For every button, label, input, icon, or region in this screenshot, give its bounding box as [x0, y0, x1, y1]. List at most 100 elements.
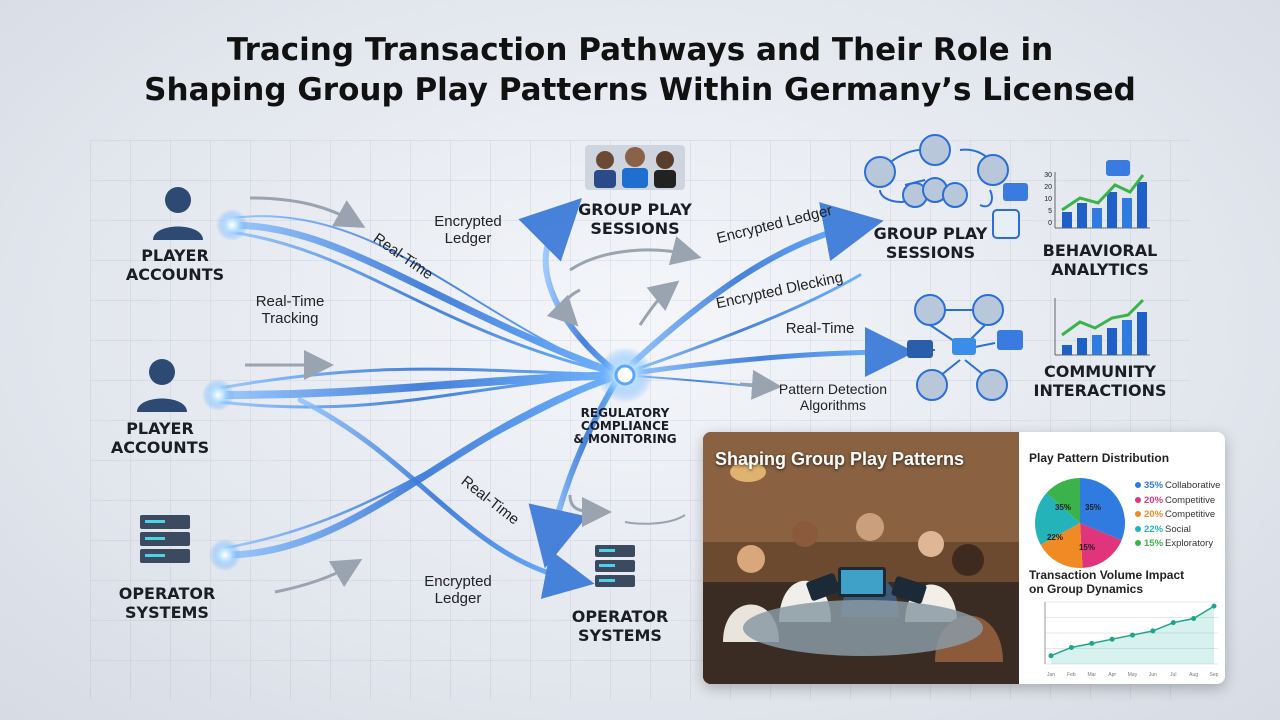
line-chart-title-line: Transaction Volume Impact [1029, 568, 1185, 582]
legend-swatch [1135, 540, 1141, 547]
node-label-line: OPERATOR [118, 584, 216, 603]
person-icon [153, 187, 203, 240]
node-label-line: GROUP PLAY [873, 224, 988, 243]
legend-pct: 22% [1144, 523, 1164, 535]
group-photo: Shaping Group Play Patterns [703, 432, 1019, 684]
x-tick-label: Jul [1170, 672, 1176, 678]
flow-label-line: Tracking [261, 310, 319, 327]
pie-slice-label: 22% [1047, 533, 1063, 542]
pie-slice [1080, 523, 1122, 568]
line-point [1109, 636, 1115, 642]
avatar [972, 294, 1004, 326]
node-label-line: INTERACTIONS [1033, 381, 1167, 400]
flow-label-line: Encrypted [434, 213, 502, 230]
x-tick-label: May [1128, 672, 1138, 678]
tick-label: 20 [1044, 184, 1052, 191]
mini-chart-ticks: 30 20 10 5 0 [1040, 170, 1052, 230]
legend-entry: 22%Social [1135, 523, 1225, 538]
line-point [1089, 640, 1095, 646]
source-glow-2 [202, 379, 234, 411]
node-label-line: GROUP PLAY [578, 200, 692, 219]
node-label-line: SESSIONS [590, 219, 680, 238]
x-tick-label: Sep [1210, 672, 1219, 678]
node-label-line: COMPLIANCE [580, 419, 670, 433]
grey-arrows [245, 196, 782, 594]
pie-chart: 35%35%22%15% [1035, 478, 1125, 568]
line-point [1170, 620, 1176, 626]
legend-pct: 20% [1144, 509, 1164, 520]
chat-bubble-icon [952, 338, 976, 355]
x-tick-label: Feb [1067, 672, 1076, 678]
flow-label-line: Encrypted [424, 573, 492, 590]
pie-slice-label: 15% [1079, 543, 1095, 552]
node-label-line: REGULATORY [580, 406, 670, 420]
flow-label-line: Algorithms [799, 397, 867, 413]
behavioral-bar-chart [1054, 160, 1150, 229]
legend-label: Social [1165, 523, 1191, 535]
chat-bubble-icon [1106, 160, 1130, 176]
node-player-accounts-2: PLAYER ACCOUNTS [105, 419, 215, 457]
node-label-line: ANALYTICS [1051, 260, 1149, 279]
node-label-line: SYSTEMS [125, 603, 209, 622]
chat-bubble-icon [1003, 183, 1028, 201]
tick-label: 30 [1044, 172, 1052, 179]
legend-entry: 20%Competitive [1135, 494, 1225, 509]
node-operator-systems-left: OPERATOR SYSTEMS [112, 584, 222, 622]
pie-slice [1035, 493, 1080, 545]
node-label-line: PLAYER [126, 419, 194, 438]
line-point [1150, 628, 1156, 634]
legend-entry: 20%Competitive [1135, 508, 1225, 523]
line-point [1211, 603, 1217, 609]
avatar [976, 369, 1008, 401]
node-regulatory-compliance: REGULATORY COMPLIANCE & MONITORING [570, 407, 680, 446]
node-label-line: SYSTEMS [578, 626, 662, 645]
trend-arrow [1061, 298, 1145, 337]
node-label-line: ACCOUNTS [110, 438, 210, 457]
flow-label-pattern-detection: Pattern Detection Algorithms [773, 381, 893, 413]
legend-label: Exploratory [1165, 538, 1214, 549]
insight-card: Shaping Group Play Patterns Play Pattern… [703, 432, 1225, 684]
tick-label: 10 [1044, 196, 1052, 203]
legend-pct: 20% [1144, 494, 1164, 506]
line-point [1048, 653, 1054, 659]
server-icon [595, 545, 635, 587]
flow-label-encrypted-ledger-bottom: Encrypted Ledger [418, 573, 498, 607]
person-icon [137, 359, 187, 412]
legend-label: Competitive [1165, 494, 1216, 506]
pie-slice [1046, 478, 1080, 523]
node-label-line: COMMUNITY [1043, 362, 1157, 381]
flow-label-line: Ledger [434, 590, 482, 607]
node-label-line: ACCOUNTS [125, 265, 225, 284]
line-point [1130, 632, 1135, 638]
flow-label-real-time-right: Real-Time [785, 320, 855, 337]
legend-pct: 35% [1144, 480, 1164, 491]
left-flow-streams [216, 215, 624, 559]
x-tick-label: Jan [1047, 672, 1055, 678]
node-group-play-sessions-center: GROUP PLAY SESSIONS [575, 200, 695, 238]
node-label-line: OPERATOR [571, 607, 669, 626]
node-label-line: PLAYER [141, 246, 209, 265]
pie-slice [1040, 523, 1083, 568]
legend-label: Competitive [1165, 509, 1216, 520]
tick-label: 5 [1048, 208, 1052, 215]
legend-swatch [1135, 496, 1141, 503]
line-chart-title-line: on Group Dynamics [1029, 582, 1144, 596]
group-avatars-icon [585, 145, 685, 190]
flow-label-line: Real-Time [255, 293, 325, 310]
pie-slice-label: 35% [1055, 503, 1071, 512]
x-tick-label: Jun [1149, 672, 1157, 678]
legend-entry: 35%Collaborative [1135, 479, 1225, 494]
trend-arrow [1061, 174, 1145, 212]
photo-title: Shaping Group Play Patterns [715, 449, 965, 469]
chat-bubble-icon [907, 340, 933, 358]
line-point [1068, 644, 1074, 650]
x-tick-label: Apr [1108, 672, 1116, 678]
pie-slice [1080, 478, 1125, 541]
title-line-1: Tracing Transaction Pathways and Their R… [226, 32, 1054, 68]
avatar [914, 294, 946, 326]
document-icon [992, 209, 1020, 239]
pie-chart-title: Play Pattern Distribution [1029, 451, 1170, 465]
legend-entry: 15%Exploratory [1135, 537, 1225, 552]
avatar [942, 182, 968, 208]
